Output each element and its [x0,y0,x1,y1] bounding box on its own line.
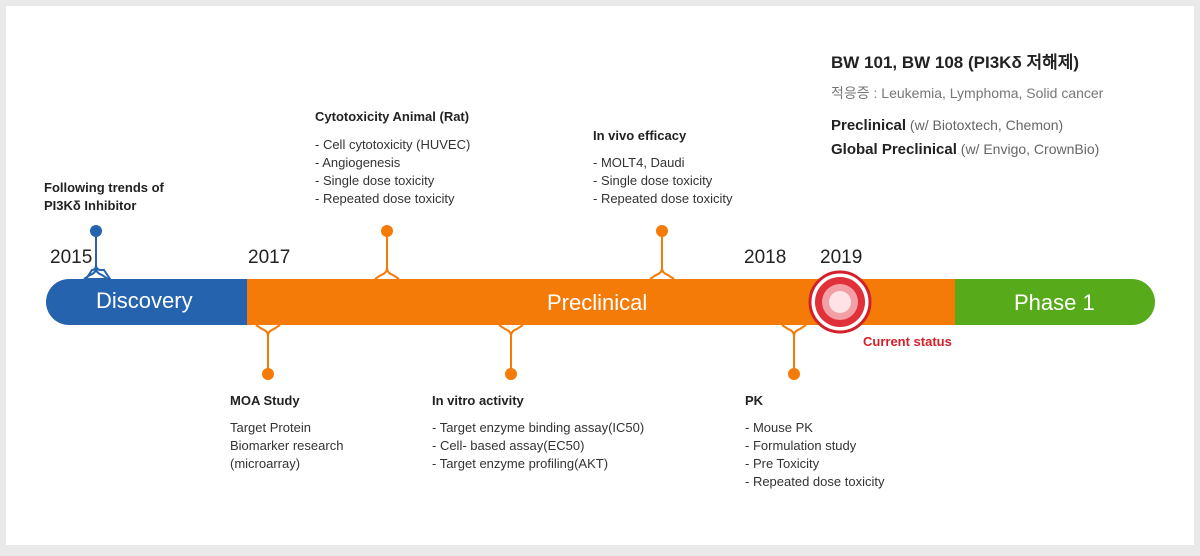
milestone-invivo-item: - Single dose toxicity [593,173,713,188]
milestone-pk-item: - Mouse PK [745,420,813,435]
milestone-invivo-title: In vivo efficacy [593,128,687,143]
year-2015: 2015 [50,247,93,268]
connector-moa [255,324,281,380]
milestone-invitro: In vitro activity - Target enzyme bindin… [432,393,644,473]
indication-text: 적응증 : Leukemia, Lymphoma, Solid cancer [831,85,1104,101]
compound-title: BW 101, BW 108 (PI3Kδ 저해제) [831,53,1080,72]
milestone-invitro-title: In vitro activity [432,393,524,408]
year-2017: 2017 [248,247,291,268]
timeline-panel [6,6,1194,545]
milestone-invitro-item: - Target enzyme binding assay(IC50) [432,420,645,435]
preclinical-label: Preclinical [547,290,648,315]
milestone-invivo: In vivo efficacy - MOLT4, Daudi - Single… [593,128,732,208]
global-partner-names: (w/ Envigo, CrownBio) [956,141,1100,157]
milestone-trends-line: PI3Kδ Inhibitor [44,198,137,213]
milestone-moa-item: Biomarker research [230,438,344,453]
phase1-label: Phase 1 [1014,290,1095,315]
current-status-label: Current status [863,334,952,349]
discovery-label: Discovery [96,288,193,313]
milestone-cytotoxicity-title: Cytotoxicity Animal (Rat) [315,109,470,124]
milestone-moa-title: MOA Study [230,393,300,408]
year-2018: 2018 [744,247,787,268]
milestone-trends: Following trends of PI3Kδ Inhibitor [44,179,164,215]
preclinical-partner-row: Preclinical (w/ Biotoxtech, Chemon) [831,117,1063,135]
preclinical-partner-label: Preclinical [831,117,907,134]
milestone-moa-item: (microarray) [230,456,301,471]
current-status-marker [808,270,872,334]
milestone-moa-item: Target Protein [230,420,311,435]
milestone-invivo-item: - MOLT4, Daudi [593,155,685,170]
connector-invitro [498,324,524,380]
milestone-cytotoxicity-item: - Repeated dose toxicity [315,191,455,206]
discovery-segment [46,279,247,325]
connector-invivo [649,225,675,280]
milestone-cytotoxicity-item: - Cell cytotoxicity (HUVEC) [315,137,471,152]
milestone-invitro-item: - Cell- based assay(EC50) [432,438,585,453]
milestone-pk-item: - Formulation study [745,438,857,453]
milestone-cytotoxicity-item: - Single dose toxicity [315,173,435,188]
connector-cytotoxicity [374,225,400,280]
phase1-segment [955,279,1155,325]
milestone-pk-item: - Pre Toxicity [745,456,820,471]
global-partner-label: Global Preclinical [831,141,957,158]
global-partner-row: Global Preclinical (w/ Envigo, CrownBio) [831,141,1099,159]
milestone-trends-line: Following trends of [44,180,164,195]
year-2019: 2019 [820,247,863,268]
preclinical-partner-names: (w/ Biotoxtech, Chemon) [906,117,1064,133]
milestone-invivo-item: - Repeated dose toxicity [593,191,733,206]
milestone-pk-item: - Repeated dose toxicity [745,474,885,489]
milestone-pk: PK - Mouse PK - Formulation study - Pre … [745,393,884,491]
milestone-pk-title: PK [745,393,764,408]
milestone-cytotoxicity-item: - Angiogenesis [315,155,401,170]
connector-trends [83,225,112,280]
connector-pk [781,324,807,380]
milestone-moa: MOA Study Target Protein Biomarker resea… [230,393,343,473]
milestone-cytotoxicity: Cytotoxicity Animal (Rat) - Cell cytotox… [315,109,470,208]
milestone-invitro-item: - Target enzyme profiling(AKT) [432,456,609,471]
